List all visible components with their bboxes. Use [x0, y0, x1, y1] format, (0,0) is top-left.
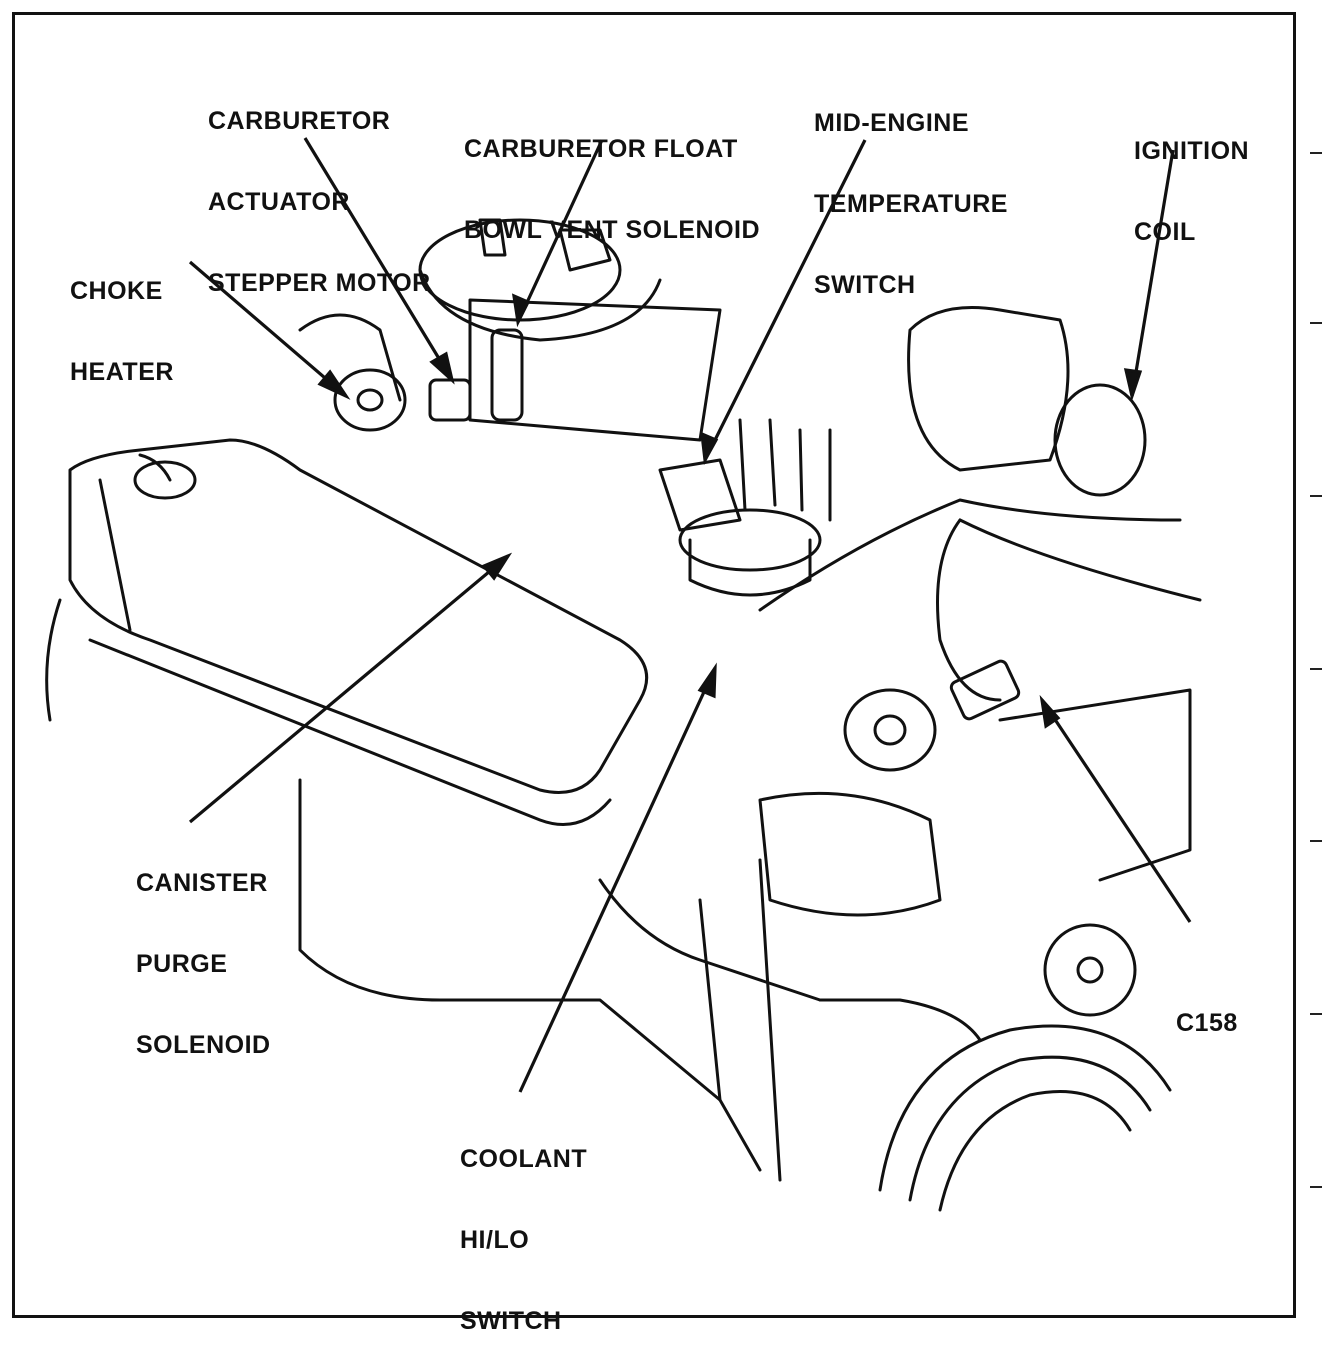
leader-ignition-coil — [1130, 149, 1175, 397]
label-line: TEMPERATURE — [814, 190, 1008, 218]
c158-connector — [949, 659, 1021, 721]
distributor-cap — [678, 508, 822, 572]
water-pump — [758, 791, 942, 917]
arrowhead — [697, 662, 717, 699]
edge-tick — [1310, 1186, 1322, 1188]
label-line: ACTUATOR — [208, 188, 350, 216]
leader-c158 — [1040, 699, 1192, 923]
label-line: COIL — [1134, 218, 1196, 246]
arrowhead — [317, 369, 351, 400]
arrowhead — [429, 351, 455, 385]
label-ignition-coil: IGNITION COIL — [1134, 84, 1249, 273]
float-bowl-vent-solenoid — [490, 328, 524, 422]
wiring-harness — [758, 498, 1202, 612]
label-canister-purge-solenoid: CANISTER PURGE SOLENOID — [136, 816, 271, 1086]
label-line: STEPPER MOTOR — [208, 269, 431, 297]
edge-tick — [1310, 495, 1322, 497]
arrowhead — [511, 293, 531, 328]
arrowhead — [1039, 694, 1061, 729]
label-line: COOLANT — [460, 1145, 588, 1173]
label-line: BOWL VENT SOLENOID — [464, 216, 761, 244]
edge-tick — [1310, 152, 1322, 154]
crank-pulley — [878, 1024, 1172, 1192]
arrowhead — [700, 431, 719, 466]
edge-tick — [1310, 840, 1322, 842]
label-choke-heater: CHOKE HEATER — [70, 224, 174, 413]
label-carburetor-float-bowl-vent-solenoid: CARBURETOR FLOAT BOWL VENT SOLENOID — [464, 82, 760, 271]
label-line: HEATER — [70, 358, 174, 386]
ignition-coil — [1053, 383, 1147, 497]
diagram-frame — [12, 12, 1296, 1318]
leader-choke-heater — [188, 260, 348, 398]
label-line: MID-ENGINE — [814, 109, 969, 137]
leader-mid-engine — [703, 139, 867, 461]
label-line: C158 — [1176, 1009, 1238, 1037]
leader-float-bowl — [516, 139, 604, 323]
valve-cover — [68, 438, 649, 794]
label-line: PURGE — [136, 950, 228, 978]
label-line: HI/LO — [460, 1226, 530, 1254]
edge-tick — [1310, 1013, 1322, 1015]
label-carburetor-actuator-stepper-motor: CARBURETOR ACTUATOR STEPPER MOTOR — [208, 54, 431, 324]
alternator — [843, 688, 937, 772]
leader-canister-purge — [188, 554, 510, 824]
edge-tick — [1310, 668, 1322, 670]
label-mid-engine-temperature-switch: MID-ENGINE TEMPERATURE SWITCH — [814, 56, 1008, 326]
label-line: SOLENOID — [136, 1031, 271, 1059]
edge-tick — [1310, 322, 1322, 324]
pulley-hub — [1043, 923, 1137, 1017]
label-line: SWITCH — [460, 1307, 562, 1335]
label-line: CARBURETOR — [208, 107, 391, 135]
label-line: IGNITION — [1134, 137, 1250, 165]
label-line: CANISTER — [136, 869, 268, 897]
label-c158: C158 — [1176, 956, 1238, 1064]
label-line: CARBURETOR FLOAT — [464, 135, 738, 163]
carburetor-body — [468, 298, 722, 442]
arrowhead — [1123, 368, 1143, 402]
label-coolant-hi-lo-switch: COOLANT HI/LO SWITCH — [460, 1092, 587, 1362]
label-line: CHOKE — [70, 277, 163, 305]
arrowhead — [481, 552, 513, 581]
label-line: SWITCH — [814, 271, 916, 299]
leader-carb-actuator — [303, 137, 454, 381]
choke-heater-housing — [333, 368, 407, 432]
temperature-switch-connector — [658, 458, 742, 532]
engine-illustration — [45, 137, 1202, 1212]
leader-coolant — [518, 667, 717, 1093]
oil-cap — [133, 460, 197, 500]
